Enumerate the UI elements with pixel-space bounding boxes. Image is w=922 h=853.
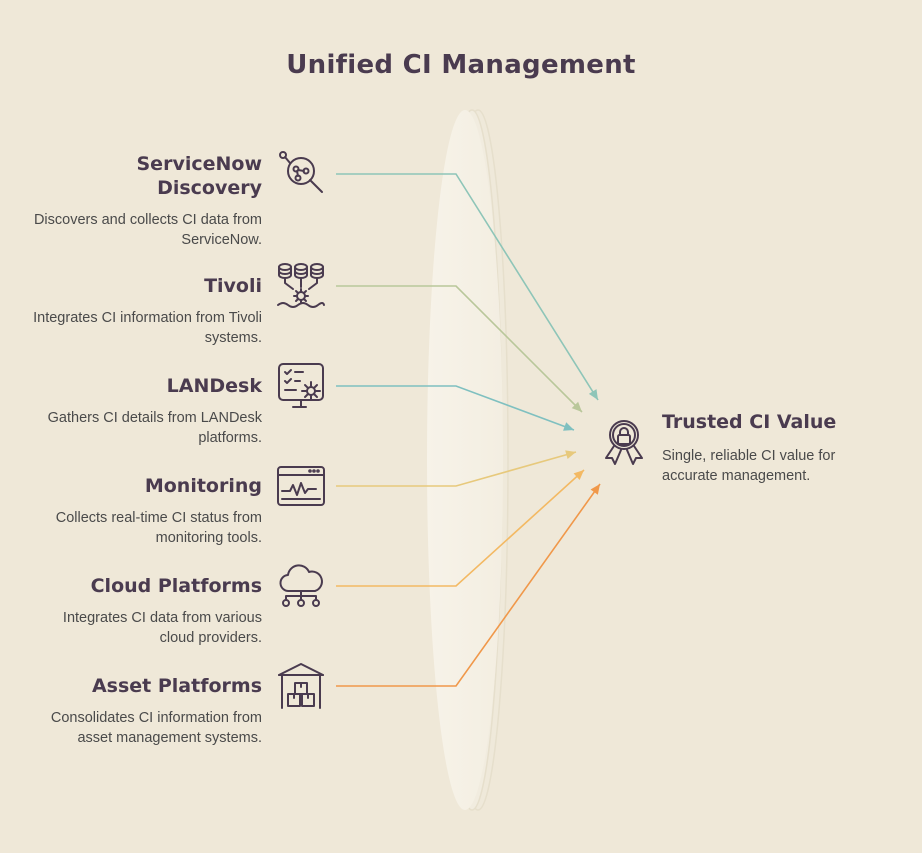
- arrow-head: [571, 401, 582, 412]
- diagram-title: Unified CI Management: [286, 50, 636, 80]
- arrow-head: [563, 422, 574, 431]
- source-title-line: ServiceNow: [136, 153, 263, 175]
- award-lock-icon: [599, 418, 649, 468]
- monitor-settings-icon: [276, 361, 326, 411]
- arrow-head: [565, 450, 576, 460]
- source-title: Monitoring: [32, 474, 262, 498]
- arrow-head: [590, 484, 600, 495]
- source-title-line: Tivoli: [204, 275, 262, 297]
- source-title: Tivoli: [32, 274, 262, 298]
- discovery-icon: [276, 149, 326, 199]
- source-title-line: Cloud Platforms: [90, 575, 262, 597]
- target-title: Trusted CI Value: [662, 411, 837, 433]
- source-description: Collects real-time CI status from monito…: [55, 510, 262, 546]
- database-gear-icon: [276, 261, 326, 311]
- source-description: Gathers CI details from LANDesk platform…: [47, 410, 262, 446]
- source-title-line: LANDesk: [166, 375, 262, 397]
- connector-arrows: [336, 173, 601, 687]
- source-description: Integrates CI information from Tivoli sy…: [33, 310, 262, 346]
- connector-line: [336, 385, 575, 431]
- monitoring-window-icon: [276, 461, 326, 511]
- source-description: Integrates CI data from various cloud pr…: [62, 610, 262, 646]
- lens-shape: [427, 109, 509, 811]
- arrow-head: [573, 470, 584, 481]
- source-title: LANDesk: [32, 374, 262, 398]
- source-title-line: Monitoring: [144, 475, 262, 497]
- connector-line: [336, 285, 583, 413]
- connector-line: [336, 173, 599, 401]
- source-title-line: Discovery: [157, 177, 262, 199]
- cloud-network-icon: [276, 561, 326, 611]
- source-title: Cloud Platforms: [32, 574, 262, 598]
- arrow-head: [588, 389, 598, 400]
- source-description: Consolidates CI information from asset m…: [50, 710, 262, 746]
- source-description: Discovers and collects CI data from Serv…: [33, 212, 262, 248]
- source-title: Asset Platforms: [32, 674, 262, 698]
- source-title-line: Asset Platforms: [91, 675, 262, 697]
- target-description: Single, reliable CI value for accurate m…: [662, 448, 836, 484]
- connector-line: [336, 483, 601, 687]
- warehouse-icon: [276, 661, 326, 711]
- connector-line: [336, 451, 577, 487]
- connector-line: [336, 469, 585, 587]
